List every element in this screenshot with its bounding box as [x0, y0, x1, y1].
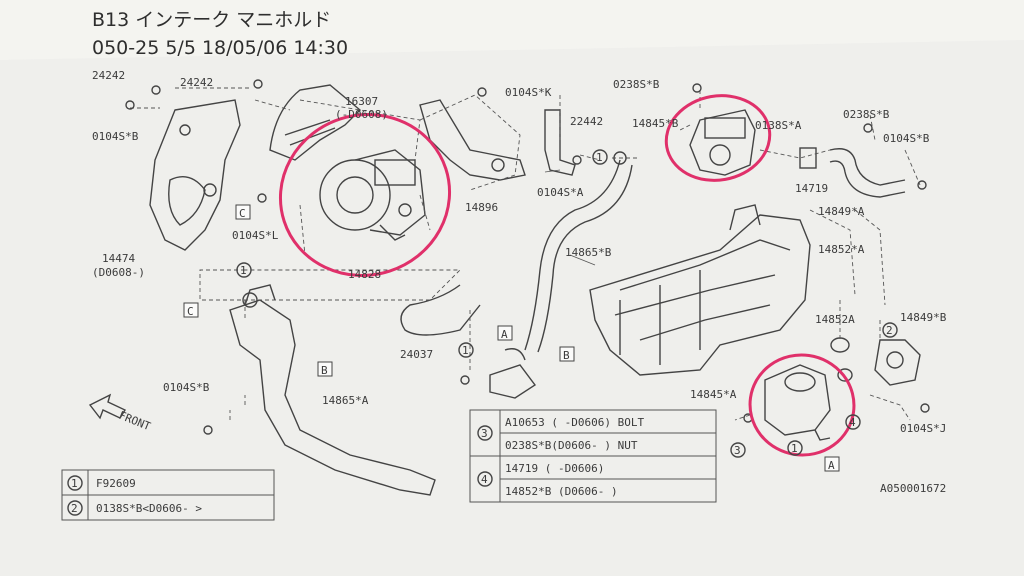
label-24242-a: 24242: [92, 69, 125, 82]
label-14865-b: 14865*B: [565, 246, 612, 259]
label-14474-note: (D0608-): [92, 266, 145, 279]
legend-center-num-3: 3: [481, 427, 488, 440]
valve-14845-b: [689, 109, 756, 176]
box-c-2: C: [187, 305, 194, 318]
label-0104s-j: 0104S*J: [900, 422, 946, 435]
callout-2: 2: [886, 324, 893, 337]
label-14828: 14828: [348, 268, 381, 281]
label-0104s-b-1: 0104S*B: [92, 130, 139, 143]
label-24037: 24037: [400, 348, 433, 361]
header-title: B13 インテーク マニホルド: [92, 9, 331, 31]
callout-1-a: 1: [596, 151, 603, 164]
legend-table-center: 3 4 A10653 ( -D0606) BOLT 0238S*B(D0606-…: [469, 409, 717, 503]
label-0104s-b-3: 0104S*B: [163, 381, 210, 394]
marker-circle-air-pump: [278, 113, 452, 277]
legend-left-num-2: 2: [71, 502, 78, 515]
box-a-1: A: [501, 328, 508, 341]
engine-intake-manifold: [589, 204, 811, 376]
bracket-14896: [419, 99, 526, 181]
cover-16307: [269, 84, 362, 161]
callout-1-b: 1: [240, 264, 247, 277]
legend-center-text-3: 14719 ( -D0606): [505, 462, 604, 475]
marker-circle-valve-top: [664, 94, 772, 182]
box-b-2: B: [563, 349, 570, 362]
pipe-14865-a: [229, 284, 436, 496]
legend-center-text-4: 14852*B (D0606- ): [505, 485, 618, 498]
air-pump-14828: [319, 149, 426, 241]
box-a-2: A: [828, 459, 835, 472]
header-subtitle: 050-25 5/5 18/05/06 14:30: [92, 37, 348, 59]
label-0238s-b-2: 0238S*B: [843, 108, 890, 121]
legend-center-text-2: 0238S*B(D0606- ) NUT: [505, 439, 638, 452]
label-16307-note: (-D0608): [335, 108, 388, 121]
front-arrow-icon: [88, 393, 127, 420]
pipe-14849-a: [829, 148, 906, 186]
label-14845-b: 14845*B: [632, 117, 679, 130]
valve-14845-a: [764, 364, 831, 441]
label-16307: 16307: [345, 95, 378, 108]
label-0238s-b-1: 0238S*B: [613, 78, 660, 91]
legend-table-left: 1 2 F92609 0138S*B<D0606- >: [61, 469, 275, 521]
legend-center-num-4: 4: [481, 473, 488, 486]
label-0104s-k: 0104S*K: [505, 86, 552, 99]
label-24242-b: 24242: [180, 76, 213, 89]
label-14849-b: 14849*B: [900, 311, 947, 324]
callout-4: 4: [849, 416, 856, 429]
label-0104s-a: 0104S*A: [537, 186, 584, 199]
label-14852-a-1: 14852*A: [818, 243, 865, 256]
legend-left-text-2: 0138S*B<D0606- >: [96, 502, 202, 515]
box-c-1: C: [239, 207, 246, 220]
box-b-1: B: [321, 364, 328, 377]
label-14719: 14719: [795, 182, 828, 195]
label-14474: 14474: [102, 252, 135, 265]
bracket-14474: [149, 99, 241, 251]
legend-left-text-1: F92609: [96, 477, 136, 490]
label-0104s-l: 0104S*L: [232, 229, 279, 242]
label-14845-a: 14845*A: [690, 388, 737, 401]
label-14865-a: 14865*A: [322, 394, 369, 407]
hose-24037: [400, 284, 481, 336]
pipe-14849-b: [874, 339, 921, 386]
callout-3: 3: [734, 444, 741, 457]
figure-id: A050001672: [880, 482, 946, 495]
callout-1-c: 1: [462, 344, 469, 357]
label-14849-a: 14849*A: [818, 205, 865, 218]
label-22442: 22442: [570, 115, 603, 128]
label-0104s-b-2: 0104S*B: [883, 132, 930, 145]
label-14896: 14896: [465, 201, 498, 214]
legend-center-text-1: A10653 ( -D0606) BOLT: [505, 416, 644, 429]
hose-connector: [489, 364, 537, 399]
label-14852a: 14852A: [815, 313, 855, 326]
legend-left-num-1: 1: [71, 477, 78, 490]
label-0138s-a: 0138S*A: [755, 119, 802, 132]
hose-14865-b: [524, 159, 621, 351]
callout-1-d: 1: [791, 442, 798, 455]
